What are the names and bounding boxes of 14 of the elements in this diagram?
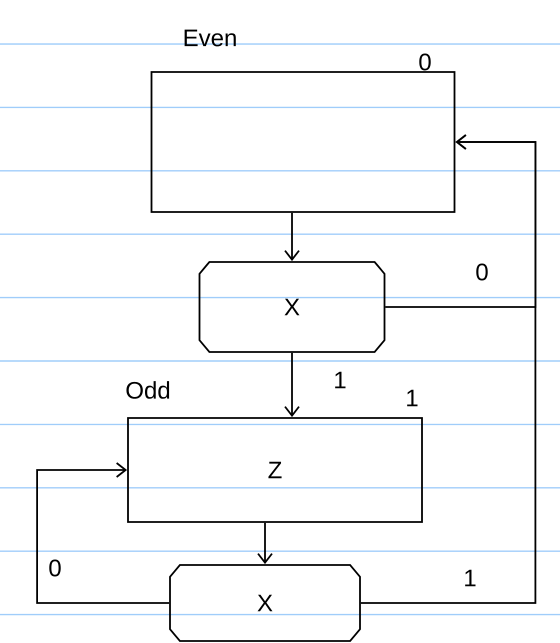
edge-label: 1	[462, 568, 478, 588]
edge-label: 0	[474, 262, 490, 282]
arrow	[284, 212, 300, 262]
state-box: Z	[127, 417, 423, 523]
output-value: 1	[407, 390, 418, 406]
arrow	[360, 134, 536, 604]
state-name: Odd	[126, 381, 170, 399]
arrow	[257, 522, 273, 564]
edge-label: 1	[332, 370, 348, 390]
edge-label: 0	[47, 558, 63, 578]
arrow	[284, 352, 300, 418]
output-value: 0	[419, 54, 431, 70]
state-name: Even	[184, 30, 236, 46]
arrow	[36, 462, 170, 604]
